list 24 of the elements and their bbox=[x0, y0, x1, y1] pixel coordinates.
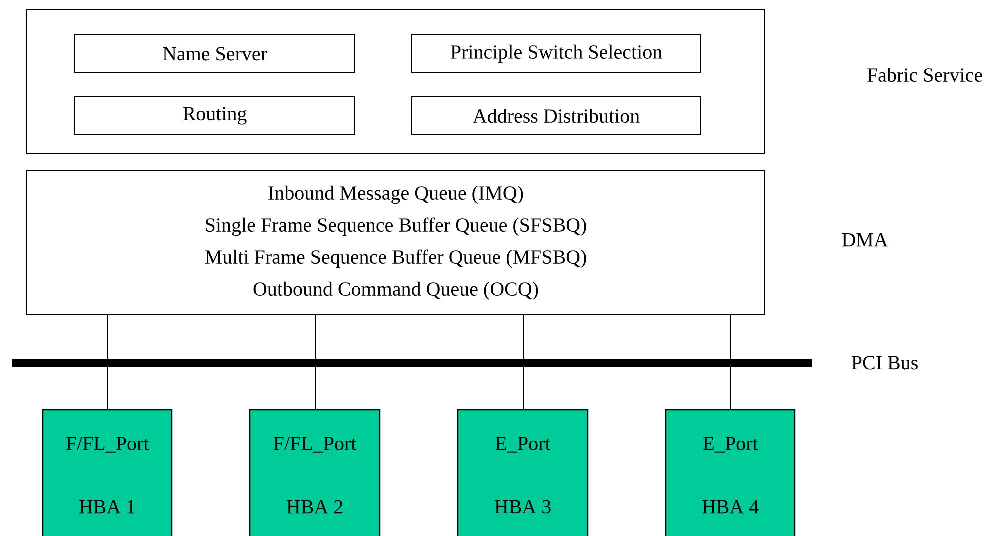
layer-label: DMA bbox=[842, 233, 888, 247]
port-label: HBA 3 bbox=[494, 500, 551, 514]
port-box bbox=[457, 409, 589, 536]
port-label: F/FL_Port bbox=[66, 437, 150, 453]
port-label: E_Port bbox=[703, 437, 758, 453]
function-box: Principle Switch Selection bbox=[412, 34, 702, 74]
connector-line bbox=[730, 366, 732, 410]
function-box: Address Distribution bbox=[412, 96, 702, 136]
layer-label: PCI Bus bbox=[852, 356, 918, 370]
port-label: F/FL_Port bbox=[274, 437, 357, 453]
frame-box bbox=[26, 10, 766, 154]
queue-box: Inbound Message Queue (IMQ) Single Frame Sequence Buffer Queue (SFSBQ) Multi Frame Sequence Buffer Queue (MFSBQ) Outbound Command Queue (OCQ) bbox=[26, 170, 766, 316]
port-label: HBA 4 bbox=[702, 500, 759, 514]
port-label: E_Port bbox=[496, 437, 551, 453]
function-box: Name Server bbox=[74, 34, 356, 74]
layer-label: Fabric Service bbox=[868, 68, 982, 82]
port-label: HBA 2 bbox=[286, 500, 342, 514]
port-box bbox=[42, 409, 173, 536]
port-box bbox=[665, 409, 796, 536]
port-label: HBA 1 bbox=[79, 500, 135, 514]
function-box: Routing bbox=[74, 96, 356, 136]
bus-bar bbox=[12, 359, 812, 367]
connector-line bbox=[730, 314, 732, 360]
port-box bbox=[249, 409, 381, 536]
